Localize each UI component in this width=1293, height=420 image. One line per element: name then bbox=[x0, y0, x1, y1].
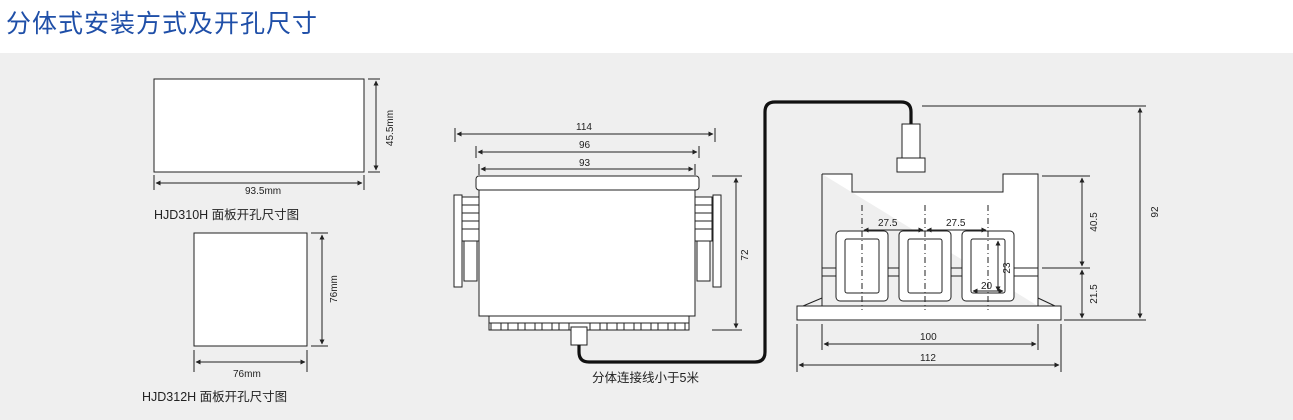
meter-terminals bbox=[490, 322, 686, 331]
panel-cutout-hjd312h bbox=[193, 232, 328, 372]
ct-dim-lower: 21.5 bbox=[1089, 284, 1100, 304]
ct-dim-hole-h: 23 bbox=[1002, 262, 1013, 274]
ct-dim-body-width: 100 bbox=[920, 332, 937, 343]
meter-side-view bbox=[453, 128, 742, 346]
ct-dim-hole-w: 20 bbox=[981, 281, 993, 292]
meter-dim-body: 93 bbox=[579, 158, 591, 169]
panel-310-width-label: 93.5mm bbox=[245, 186, 281, 197]
ct-dim-upper: 40.5 bbox=[1089, 212, 1100, 232]
cable-note: 分体连接线小于5米 bbox=[592, 370, 699, 385]
panel-312-width-label: 76mm bbox=[233, 369, 261, 380]
panel-312-height-label: 76mm bbox=[329, 275, 340, 303]
ct-dim-total: 92 bbox=[1150, 206, 1161, 218]
panel-310-height-label: 45.5mm bbox=[385, 110, 396, 146]
panel-310-caption: HJD310H 面板开孔尺寸图 bbox=[154, 208, 299, 222]
panel-312-caption: HJD312H 面板开孔尺寸图 bbox=[142, 390, 287, 404]
current-transformer bbox=[796, 105, 1146, 372]
panel-cutout-hjd310h bbox=[153, 78, 380, 190]
connection-cable bbox=[577, 100, 913, 364]
ct-dim-pitch-1: 27.5 bbox=[878, 218, 898, 229]
page-title: 分体式安装方式及开孔尺寸 bbox=[6, 9, 319, 38]
ct-dim-base-width: 112 bbox=[920, 353, 936, 364]
meter-dim-height: 72 bbox=[740, 249, 751, 261]
meter-dim-overall: 114 bbox=[576, 122, 592, 133]
ct-dim-pitch-2: 27.5 bbox=[946, 218, 966, 229]
meter-dim-face: 96 bbox=[579, 140, 591, 151]
